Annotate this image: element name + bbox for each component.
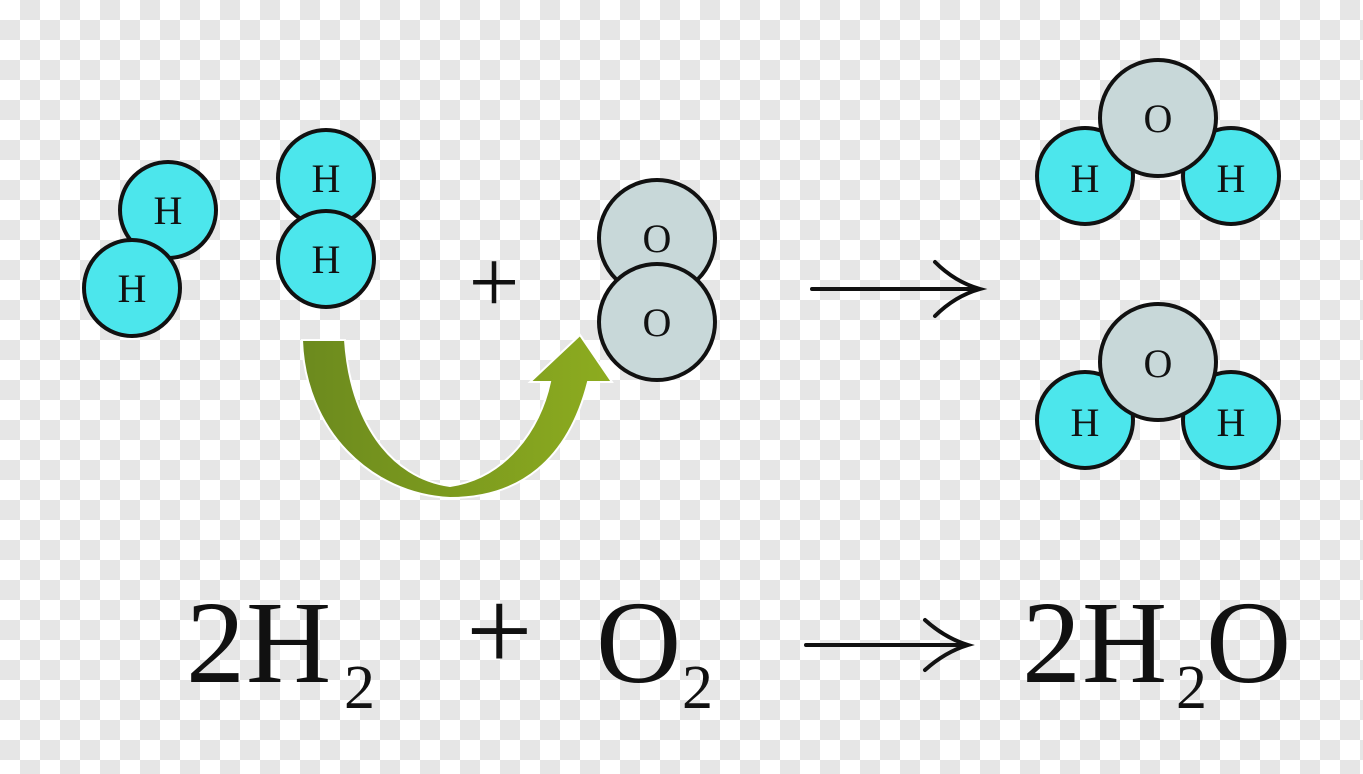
oxygen-label: O [643, 300, 672, 345]
h2-molecule-vertical: H H [276, 128, 376, 309]
hydrogen-label: H [1071, 156, 1100, 201]
equation-arrow-icon [804, 618, 975, 672]
hydrogen-label: H [1217, 156, 1246, 201]
oxygen-atom [1098, 302, 1218, 422]
hydrogen-label: H [312, 237, 341, 282]
hydrogen-label: H [312, 156, 341, 201]
water-molecule-bottom: O H H [1035, 302, 1281, 470]
equation-h2-symbol: H [246, 577, 331, 708]
hydrogen-label: H [154, 188, 183, 233]
equation-o2-subscript: 2 [682, 654, 713, 722]
oxygen-label: O [1144, 96, 1173, 141]
equation-product-coefficient: 2 [1022, 577, 1081, 708]
equation-product-h-subscript: 2 [1176, 654, 1207, 722]
water-molecule-top: O H H [1035, 58, 1281, 226]
equation-o2-symbol: O [596, 577, 681, 708]
equation-coefficient-h2: 2 [186, 577, 245, 708]
oxygen-atom [597, 262, 717, 382]
hydrogen-label: H [118, 266, 147, 311]
oxygen-label: O [643, 216, 672, 261]
equation-product-h-symbol: H [1082, 577, 1167, 708]
hydrogen-label: H [1071, 400, 1100, 445]
oxygen-label: O [1144, 341, 1173, 386]
equation-h2-subscript: 2 [344, 654, 375, 722]
equation-product-o-symbol: O [1206, 577, 1291, 708]
o2-molecule: O O [597, 178, 717, 382]
diagram-reaction-arrow-icon [810, 260, 988, 318]
h2-molecule-tilted: H H [82, 160, 218, 338]
hydrogen-atom [276, 209, 376, 309]
chemical-equation: 2 H 2 + O 2 2 H 2 O [186, 565, 1291, 722]
equation-plus-sign: + [466, 565, 533, 696]
hydrogen-label: H [1217, 400, 1246, 445]
diagram-plus-sign: + [469, 233, 520, 332]
hydrogen-atom [82, 238, 182, 338]
oxygen-atom [1098, 58, 1218, 178]
curved-arrow-icon [300, 333, 614, 500]
